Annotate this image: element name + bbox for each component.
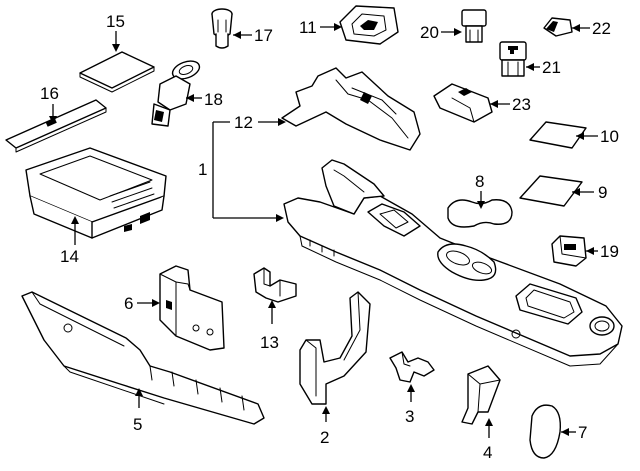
callout-22-number: 22 (592, 19, 611, 38)
callout-15: 15 (106, 12, 125, 52)
callout-20: 20 (420, 23, 462, 42)
callout-3: 3 (405, 384, 415, 426)
part-2-bracket[interactable] (299, 291, 371, 405)
part-20-switch[interactable] (461, 9, 487, 43)
callout-3-number: 3 (405, 407, 414, 426)
console-body[interactable] (283, 159, 623, 367)
callout-16: 16 (40, 84, 59, 124)
callout-6: 6 (124, 294, 160, 313)
callout-7-number: 7 (578, 423, 587, 442)
callout-9-number: 9 (598, 183, 607, 202)
callout-15-number: 15 (106, 12, 125, 31)
callout-12: 12 (234, 113, 286, 132)
part-3-bracket[interactable] (389, 351, 435, 383)
part-11-tray[interactable] (339, 5, 399, 45)
callout-4: 4 (483, 418, 493, 462)
callout-14-number: 14 (60, 247, 79, 266)
part-22-cap[interactable] (543, 17, 573, 37)
callout-18: 18 (186, 90, 223, 109)
callout-14: 14 (60, 216, 79, 266)
callout-21-number: 21 (542, 58, 561, 77)
callout-1-number: 1 (198, 160, 207, 179)
callout-8-number: 8 (475, 172, 484, 191)
callout-13: 13 (260, 300, 279, 352)
part-4-duct[interactable] (461, 365, 501, 425)
callout-2-number: 2 (320, 428, 329, 447)
callout-11: 11 (299, 18, 342, 37)
callout-13-number: 13 (260, 333, 279, 352)
callout-11-number: 11 (299, 18, 317, 37)
part-17-clip[interactable] (211, 8, 233, 49)
part-16-trim[interactable] (5, 99, 107, 153)
callout-7: 7 (561, 423, 587, 442)
part-5-side-panel[interactable] (21, 291, 265, 425)
callout-19: 19 (586, 242, 619, 261)
callout-17-number: 17 (254, 26, 273, 45)
callout-22: 22 (572, 19, 611, 38)
callout-2: 2 (320, 406, 330, 447)
callout-5-number: 5 (133, 415, 142, 434)
part-19-clip[interactable] (551, 235, 587, 267)
callout-16-number: 16 (40, 84, 59, 103)
part-10-pad[interactable] (529, 121, 587, 149)
callout-20-number: 20 (420, 23, 439, 42)
part-8-mat[interactable] (447, 199, 513, 228)
part-15-pad[interactable] (79, 51, 155, 93)
callout-6-number: 6 (124, 294, 133, 313)
callout-23-number: 23 (512, 95, 531, 114)
callout-18-number: 18 (204, 90, 223, 109)
callout-21: 21 (526, 58, 561, 77)
part-13-clip[interactable] (253, 267, 297, 303)
callout-10: 10 (576, 127, 619, 146)
part-18-holder[interactable] (151, 58, 202, 127)
part-23-bracket[interactable] (433, 83, 493, 123)
part-6-panel[interactable] (159, 265, 225, 351)
part-21-switch[interactable] (499, 41, 527, 77)
part-12-bezel[interactable] (281, 67, 421, 151)
callout-19-number: 19 (600, 242, 619, 261)
part-14-bin[interactable] (25, 147, 167, 239)
callout-1: 1 (198, 121, 284, 222)
callout-8: 8 (475, 172, 485, 209)
callout-17: 17 (233, 26, 273, 45)
part-9-pad[interactable] (519, 175, 583, 207)
callout-23: 23 (490, 95, 531, 114)
callout-4-number: 4 (483, 443, 492, 462)
part-7-plug[interactable] (529, 404, 562, 459)
callout-9: 9 (572, 183, 607, 202)
callout-12-number: 12 (234, 113, 253, 132)
callout-10-number: 10 (600, 127, 619, 146)
callout-5: 5 (133, 388, 143, 434)
